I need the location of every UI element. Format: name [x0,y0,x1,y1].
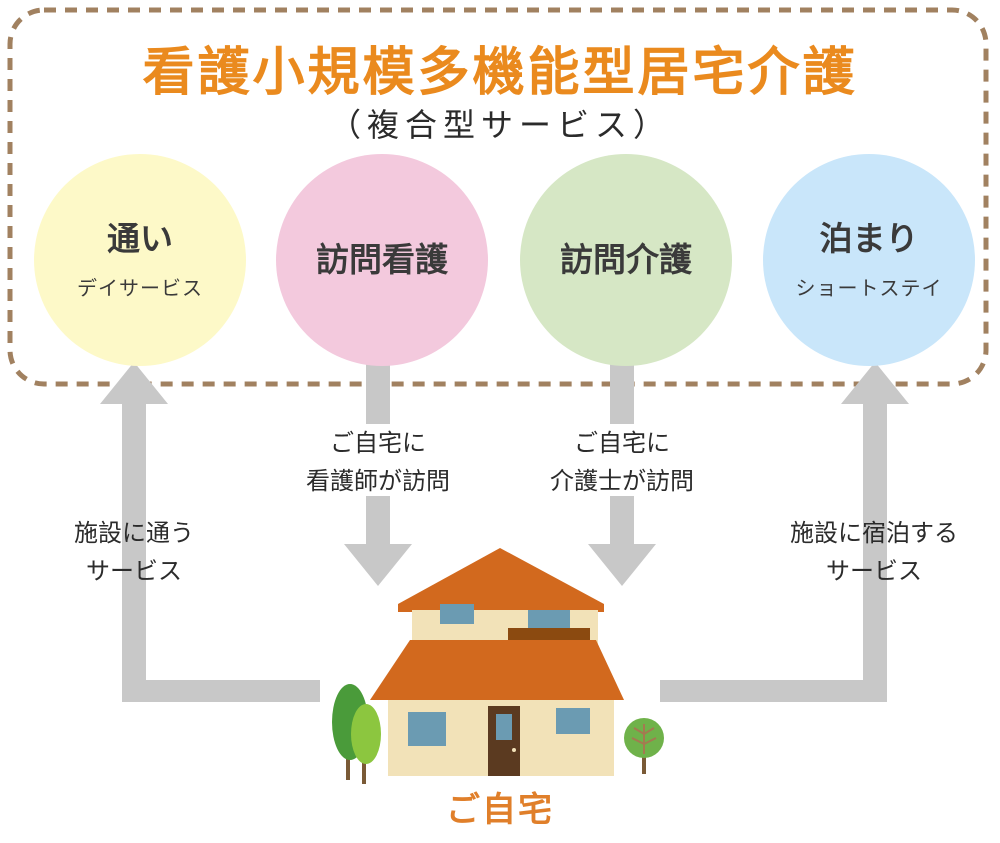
service-visit-nursing: 訪問看護 [276,154,488,366]
house-icon [370,548,624,776]
home-label: ご自宅 [446,790,554,830]
arrow-visit-nursing [344,364,412,586]
diagram-subtitle: （複合型サービス） [328,106,671,144]
service-visit-care-label: 訪問介護 [560,240,692,280]
service-day: 通い デイサービス [34,154,246,366]
diagram-title: 看護小規模多機能型居宅介護 [142,43,858,103]
dashed-frame [7,7,989,387]
label-visit-care: ご自宅に 介護士が訪問 [550,429,694,495]
service-visit-care: 訪問介護 [520,154,732,366]
arrow-day-service [100,362,320,702]
tree-icon-right [624,718,664,774]
arrow-visit-care [588,364,656,586]
service-stay: 泊まり ショートステイ [763,154,975,366]
label-day-service: 施設に通う サービス [74,519,194,585]
tree-icon-left [332,684,381,784]
arrow-stay-service [660,362,909,702]
label-stay-service: 施設に宿泊する サービス [790,519,958,585]
service-stay-label: 泊まり [819,218,919,258]
label-visit-nursing: ご自宅に 看護師が訪問 [306,429,450,495]
service-day-sub: デイサービス [77,276,203,301]
service-day-label: 通い [107,218,173,258]
service-stay-sub: ショートステイ [795,276,943,301]
service-visit-nursing-label: 訪問看護 [316,240,448,280]
